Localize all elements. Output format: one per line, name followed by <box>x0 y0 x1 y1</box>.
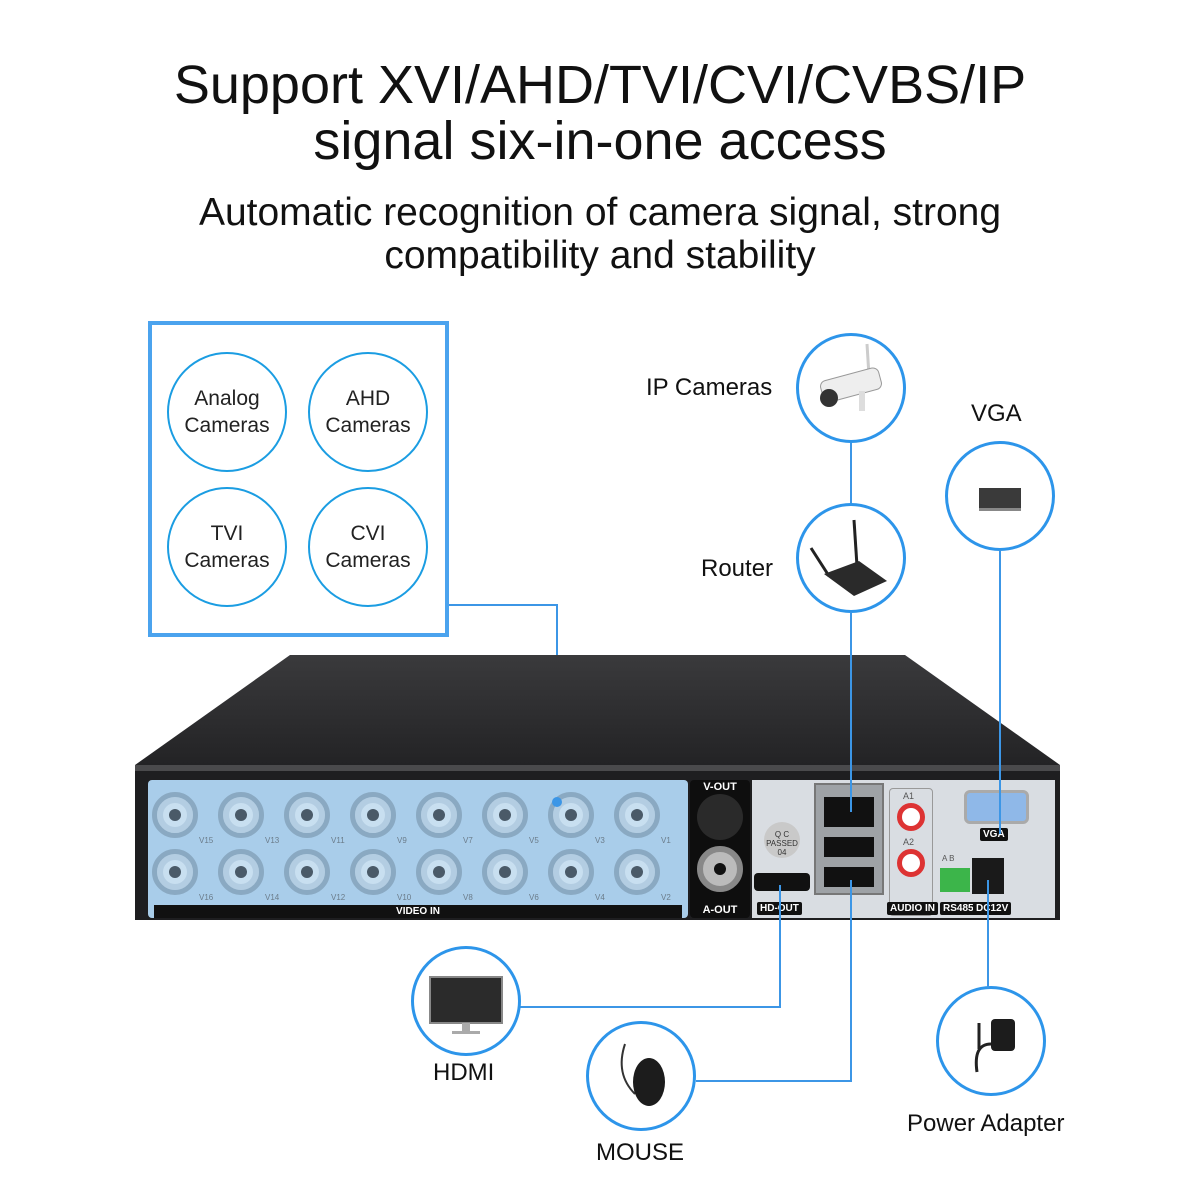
channel-label: V15 <box>199 836 214 845</box>
a2-label: A2 <box>903 837 915 847</box>
ahd-cameras-circle: AHD Cameras <box>308 352 428 472</box>
bnc-connector <box>482 849 528 895</box>
subtitle-line2: compatibility and stability <box>384 234 816 277</box>
bnc-connector <box>350 849 396 895</box>
page-title-line2: signal six-in-one access <box>313 111 887 171</box>
router-label: Router <box>701 555 774 582</box>
bnc-connector <box>482 792 528 838</box>
channel-label: V7 <box>463 836 473 845</box>
a-out-port <box>697 846 743 892</box>
a-out-label: A-OUT <box>702 904 738 916</box>
ip-cameras-label: IP Cameras <box>646 374 773 401</box>
channel-label: V14 <box>265 893 280 902</box>
channel-label: V13 <box>265 836 280 845</box>
bnc-connector <box>614 792 660 838</box>
audio-in-label: AUDIO IN <box>887 902 938 915</box>
bnc-connector <box>218 792 264 838</box>
router-icon <box>796 503 906 613</box>
page-title: Support XVI/AHD/TVI/CVI/CVBS/IP <box>173 55 1027 115</box>
bnc-connector <box>152 849 198 895</box>
connector-line <box>987 880 989 988</box>
channel-label: V5 <box>529 836 539 845</box>
qc-sticker: Q C PASSED 04 <box>764 822 800 858</box>
connector-line <box>520 1006 781 1008</box>
bnc-connector <box>548 849 594 895</box>
ip-camera-icon <box>796 333 906 443</box>
audio-in-a2-port <box>897 849 925 877</box>
v-out-label: V-OUT <box>703 781 737 793</box>
audio-in-group: A1 A2 <box>889 788 933 916</box>
channel-label: V8 <box>463 893 473 902</box>
channel-label: V1 <box>661 836 671 845</box>
connector-dot <box>552 797 562 807</box>
vga-label: VGA <box>971 400 1022 427</box>
bnc-connector <box>284 792 330 838</box>
usb-port <box>824 837 874 857</box>
channel-label: V2 <box>661 893 671 902</box>
channel-label: V11 <box>331 836 345 845</box>
bnc-connector <box>416 792 462 838</box>
vga-port <box>964 790 1029 824</box>
power-adapter-label: Power Adapter <box>907 1110 1065 1137</box>
rear-io-panel: Q C PASSED 04 HD-OUT A1 A2 AUDIO IN VGA … <box>752 780 1055 918</box>
bnc-connector <box>284 849 330 895</box>
connector-line <box>449 604 558 606</box>
v-out-port <box>697 794 743 840</box>
power-adapter-icon <box>936 986 1046 1096</box>
av-out-block: V-OUT A-OUT <box>690 780 750 918</box>
channel-label: V6 <box>529 893 539 902</box>
connector-line <box>850 612 852 812</box>
subtitle: Automatic recognition of camera signal, … <box>198 191 1002 234</box>
connector-line <box>779 885 781 1008</box>
mouse-label: MOUSE <box>596 1139 685 1166</box>
lan-usb-stack <box>814 783 884 895</box>
hdmi-port <box>754 873 810 891</box>
rj45-port <box>824 797 874 827</box>
vga-monitor-icon <box>945 441 1055 551</box>
channel-label: V10 <box>397 893 412 902</box>
connector-line <box>850 880 852 1082</box>
tvi-cameras-circle: TVI Cameras <box>167 487 287 607</box>
connector-line <box>850 443 852 505</box>
analog-cameras-circle: Analog Cameras <box>167 352 287 472</box>
connector-line <box>696 1080 852 1082</box>
connector-line <box>999 550 1001 834</box>
channel-label: V12 <box>331 893 346 902</box>
audio-in-a1-port <box>897 803 925 831</box>
mouse-icon <box>586 1021 696 1131</box>
cvi-cameras-circle: CVI Cameras <box>308 487 428 607</box>
bnc-connector <box>416 849 462 895</box>
dc12v-label: DC12V <box>973 902 1012 915</box>
camera-types-box <box>148 321 449 637</box>
bnc-connector <box>218 849 264 895</box>
hdmi-label: HDMI <box>433 1059 495 1086</box>
channel-label: V9 <box>397 836 407 845</box>
channel-label: V4 <box>595 893 605 902</box>
a1-label: A1 <box>903 791 915 801</box>
channel-label: V16 <box>199 893 214 902</box>
usb-port <box>824 867 874 887</box>
channel-label: V3 <box>595 836 605 845</box>
vga-port-label: VGA <box>980 828 1008 841</box>
rs485-pins-label: A B <box>942 854 955 863</box>
hdmi-monitor-icon <box>411 946 521 1056</box>
bnc-connector <box>614 849 660 895</box>
bnc-connector <box>152 792 198 838</box>
bnc-connector <box>350 792 396 838</box>
rs485-label: RS485 <box>940 902 977 915</box>
video-in-label: VIDEO IN <box>154 905 682 918</box>
rs485-terminal <box>940 868 970 892</box>
